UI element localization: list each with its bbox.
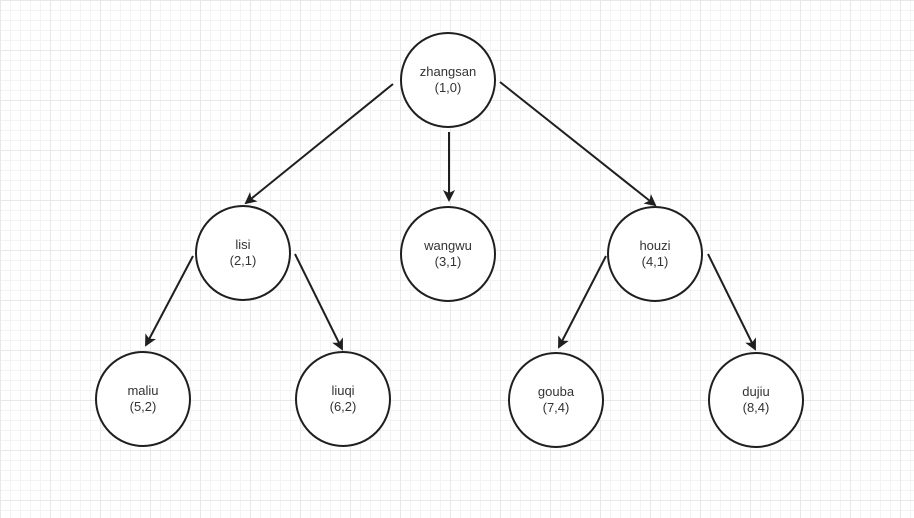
node-name: liuqi [331,383,355,398]
node-lisi[interactable]: lisi (2,1) [195,205,291,301]
edge-houzi-dujiu [707,253,756,351]
node-label: (4,1) [641,254,669,269]
node-name: wangwu [424,238,472,253]
node-dujiu[interactable]: dujiu (8,4) [708,352,804,448]
node-label: (2,1) [229,253,257,268]
node-label: (8,4) [742,400,770,415]
node-name: maliu [127,383,159,398]
node-name: zhangsan [419,64,477,79]
node-label: (6,2) [329,399,357,414]
edge-zhangsan-lisi [244,83,394,205]
node-wangwu[interactable]: wangwu (3,1) [400,206,496,302]
edge-houzi-gouba [558,255,607,349]
edge-lisi-maliu [145,255,194,347]
node-liuqi[interactable]: liuqi (6,2) [295,351,391,447]
node-name: gouba [537,384,575,399]
node-houzi[interactable]: houzi (4,1) [607,206,703,302]
node-label: (5,2) [129,399,157,414]
node-name: dujiu [742,384,770,399]
node-gouba[interactable]: gouba (7,4) [508,352,604,448]
node-label: (1,0) [434,80,462,95]
node-name: lisi [235,237,251,252]
node-label: (7,4) [542,400,570,415]
node-zhangsan[interactable]: zhangsan (1,0) [400,32,496,128]
node-name: houzi [639,238,671,253]
edge-zhangsan-houzi [499,81,657,207]
node-label: (3,1) [434,254,462,269]
edge-lisi-liuqi [294,253,343,351]
node-maliu[interactable]: maliu (5,2) [95,351,191,447]
